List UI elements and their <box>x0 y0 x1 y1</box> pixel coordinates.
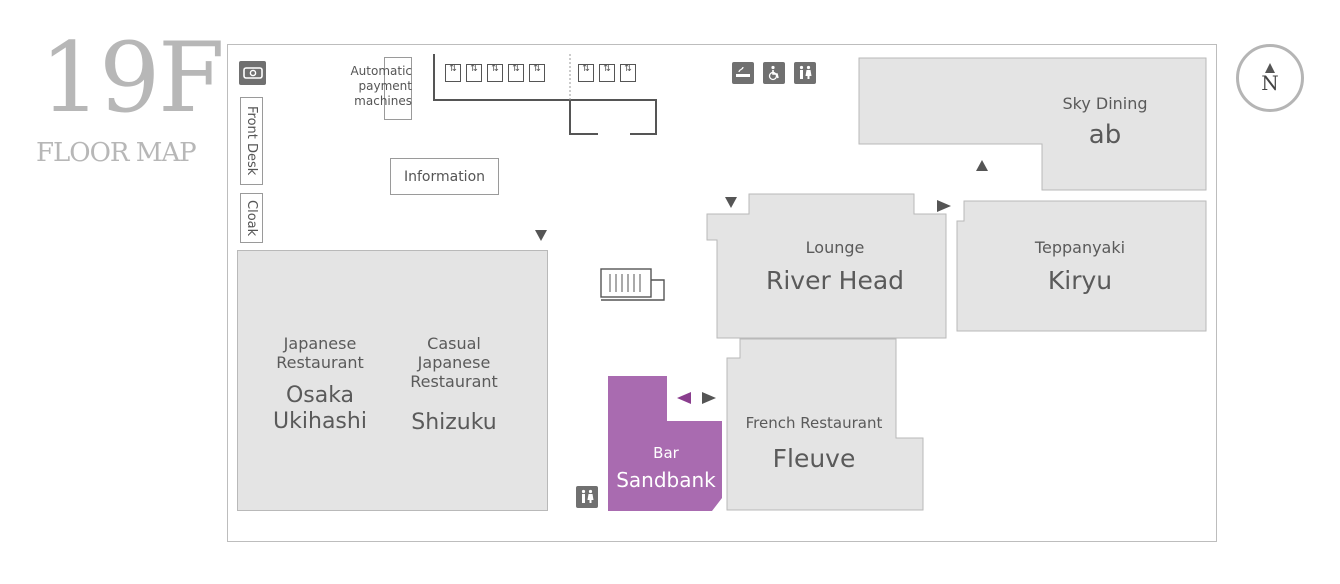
japanese-restaurant-area[interactable] <box>237 250 548 511</box>
elevator-group-right: ⇅ ⇅ ⇅ <box>578 64 636 82</box>
french-entrance-arrow <box>702 392 716 404</box>
shizuku-name: Shizuku <box>411 410 497 435</box>
elevator-hall <box>433 54 657 135</box>
lounge-name: River Head <box>765 266 905 295</box>
floor-number: 19F <box>40 22 225 134</box>
osaka-ukihashi-type: Japanese Restaurant <box>276 334 364 373</box>
shizuku-type: Casual Japanese Restaurant <box>410 334 498 392</box>
sky-dining-name: ab <box>1088 120 1122 150</box>
sky-dining-shape[interactable] <box>858 57 1208 192</box>
teppanyaki-entrance-arrow <box>937 200 951 212</box>
information-label: Information <box>403 168 486 185</box>
compass-icon: N <box>1236 44 1304 112</box>
automatic-payment-box <box>384 57 412 120</box>
floor-map-label: FLOOR MAP <box>36 138 197 168</box>
french-type: French Restaurant <box>745 414 883 432</box>
elevator-icon: ⇅ <box>508 64 524 82</box>
sky-dining-entrance-arrow <box>976 160 988 171</box>
compass-letter: N <box>1261 71 1279 95</box>
restroom-icon <box>794 62 816 84</box>
front-desk-label: Front Desk <box>244 106 259 176</box>
restroom-icon <box>576 486 598 508</box>
elevator-icon: ⇅ <box>466 64 482 82</box>
french-name: Fleuve <box>772 444 856 473</box>
smoking-area-icon <box>732 62 754 84</box>
teppanyaki-name: Kiryu <box>1047 266 1113 295</box>
automatic-payment-label: Automatic payment machines <box>350 64 412 108</box>
french-restaurant-shape[interactable] <box>726 338 926 512</box>
front-desk[interactable]: Front Desk <box>240 97 263 185</box>
bar-name: Sandbank <box>616 468 716 492</box>
teppanyaki-shape[interactable] <box>956 200 1208 333</box>
teppanyaki-type: Teppanyaki <box>1034 238 1126 257</box>
elevator-group-left: ⇅ ⇅ ⇅ ⇅ ⇅ <box>445 64 545 82</box>
elevator-icon: ⇅ <box>487 64 503 82</box>
elevator-icon: ⇅ <box>529 64 545 82</box>
bar-sandbank-shape[interactable] <box>608 376 724 512</box>
elevator-icon: ⇅ <box>620 64 636 82</box>
japanese-restaurant-entrance-arrow <box>535 230 547 241</box>
bar-entrance-arrow <box>677 392 691 404</box>
information-desk[interactable]: Information <box>390 158 499 195</box>
lounge-entrance-arrow <box>725 197 737 208</box>
elevator-icon: ⇅ <box>578 64 594 82</box>
map-frame <box>227 44 1217 542</box>
stairs-icon <box>600 268 665 301</box>
wheelchair-icon <box>763 62 785 84</box>
lounge-shape[interactable] <box>706 193 948 340</box>
osaka-ukihashi-name: Osaka Ukihashi <box>273 383 367 435</box>
cloak-label: Cloak <box>244 199 259 237</box>
sky-dining-type: Sky Dining <box>1062 94 1148 113</box>
money-icon <box>239 61 266 85</box>
lounge-type: Lounge <box>805 238 865 257</box>
cloak[interactable]: Cloak <box>240 193 263 243</box>
elevator-icon: ⇅ <box>445 64 461 82</box>
bar-type: Bar <box>653 444 679 462</box>
elevator-icon: ⇅ <box>599 64 615 82</box>
